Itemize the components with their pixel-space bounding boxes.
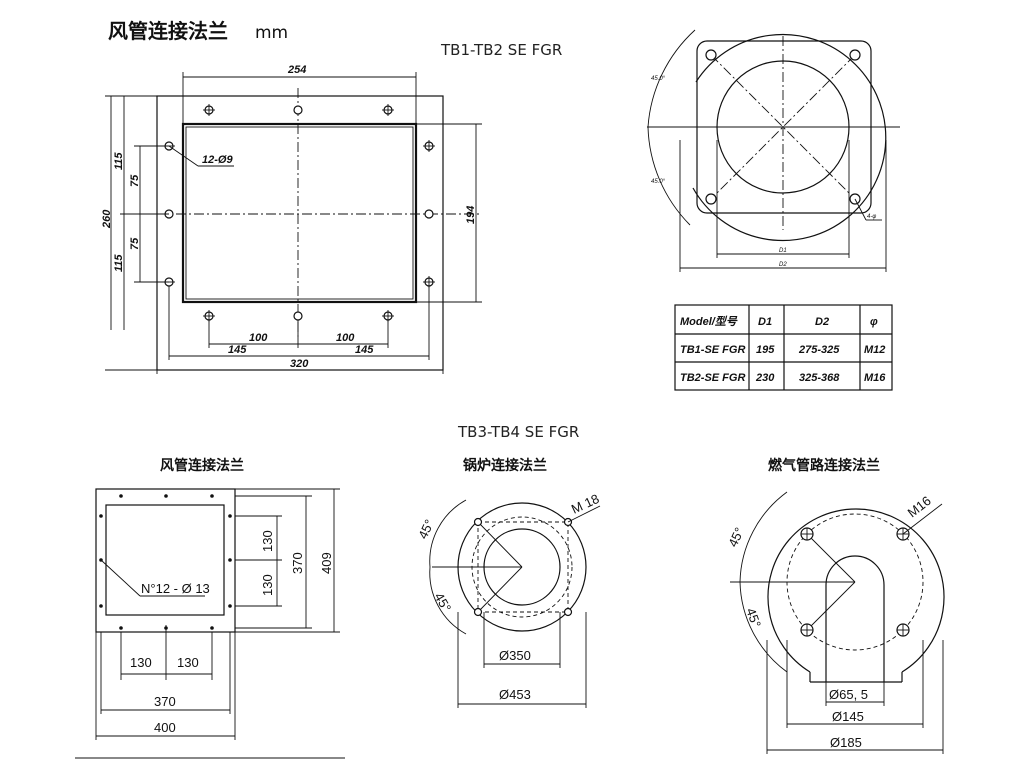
- dim-145-left: 145: [228, 344, 247, 356]
- bl-dim-130-right: 130: [177, 655, 199, 670]
- unit-label: mm: [255, 23, 288, 43]
- boiler-flange: 45° 45° M 18 Ø350 Ø453: [415, 491, 601, 708]
- dim-320: 320: [290, 358, 309, 370]
- table-header-d2: D2: [815, 316, 829, 328]
- br-d145: Ø145: [832, 709, 864, 724]
- dim-115-bot: 115: [113, 254, 125, 272]
- br-outer-arc: [767, 508, 945, 673]
- dim-100-left: 100: [249, 332, 268, 344]
- bl-inner-opening: [105, 504, 225, 616]
- angle-bottom: 45.0°: [651, 179, 666, 185]
- table-cell: 275-325: [798, 344, 840, 356]
- br-thread: M16: [905, 493, 934, 520]
- table-cell: 230: [755, 372, 775, 384]
- burner-bolt-holes: [705, 49, 861, 205]
- table-header-d1: D1: [758, 316, 772, 328]
- bl-hole-callout: N°12 - Ø 13: [141, 581, 210, 596]
- inner-duct-edge: [185, 126, 414, 300]
- table-cell: TB2-SE FGR: [680, 372, 745, 384]
- dim-d1: D1: [779, 248, 787, 254]
- duct-flange-tb34: N°12 - Ø 13 130 130 370 409 130 130 370 …: [75, 488, 345, 759]
- heading-boiler-flange: 锅炉连接法兰: [463, 457, 547, 474]
- dim-194: 194: [465, 206, 477, 224]
- bl-outer-outline: [95, 488, 236, 633]
- duct-flange-top-view: 254 12-Ø9 260 115 115 75 75 194 100 100 …: [101, 64, 482, 374]
- bl-dim-370-v: 370: [290, 552, 305, 574]
- model-range-top: TB1-TB2 SE FGR: [440, 41, 562, 59]
- dim-145-right: 145: [355, 344, 374, 356]
- outer-circle-d2: [692, 33, 887, 242]
- dim-100-right: 100: [336, 332, 355, 344]
- bl-dim-370-h: 370: [154, 694, 176, 709]
- bl-dim-130-left: 130: [130, 655, 152, 670]
- bl-dim-130-top: 130: [260, 530, 275, 552]
- model-range-bottom: TB3-TB4 SE FGR: [457, 423, 579, 441]
- angle-top: 45.0°: [651, 76, 666, 82]
- bm-angle-bottom: 45°: [431, 590, 454, 615]
- heading-gas-flange: 燃气管路连接法兰: [768, 457, 880, 474]
- br-d185: Ø185: [830, 735, 862, 750]
- burner-flange-view: 45.0° 45.0° 4-φ D1 D2: [647, 29, 900, 272]
- table-cell: M12: [864, 344, 885, 356]
- bl-dim-400: 400: [154, 720, 176, 735]
- bl-dim-409: 409: [319, 552, 334, 574]
- bl-dim-130-bot: 130: [260, 574, 275, 596]
- heading-duct-flange: 风管连接法兰: [160, 457, 244, 474]
- bm-d453: Ø453: [499, 687, 531, 702]
- inner-duct-opening: [181, 122, 418, 304]
- bm-bolt-holes: [473, 517, 573, 617]
- br-angle-top: 45°: [725, 525, 747, 549]
- dim-254: 254: [287, 64, 306, 76]
- page-title: 风管连接法兰: [108, 19, 228, 43]
- bolt-holes: [163, 104, 435, 322]
- dim-75-bot: 75: [129, 237, 141, 250]
- br-inner-bore: [825, 555, 885, 682]
- table-header-model: Model/型号: [680, 315, 738, 328]
- table-cell: TB1-SE FGR: [680, 344, 745, 356]
- dim-115-top: 115: [113, 152, 125, 170]
- spec-table: Model/型号 D1 D2 φ TB1-SE FGR 195 275-325 …: [674, 304, 893, 391]
- hole-callout: 12-Ø9: [202, 154, 233, 166]
- outer-flange-outline: [156, 95, 444, 371]
- table-header-phi: φ: [870, 316, 878, 328]
- bm-thread: M 18: [569, 491, 602, 517]
- table-cell: 325-368: [799, 372, 840, 384]
- dim-d2: D2: [779, 262, 787, 268]
- bl-bolt-holes: [99, 494, 232, 630]
- bm-d350: Ø350: [499, 648, 531, 663]
- br-angle-bottom: 45°: [743, 606, 764, 630]
- dim-75-top: 75: [129, 174, 141, 187]
- gas-flange: 45° 45° M16 Ø65, 5 Ø145 Ø185: [725, 491, 945, 754]
- holes-callout: 4-φ: [867, 214, 876, 220]
- table-cell: 195: [756, 344, 775, 356]
- dim-260: 260: [101, 209, 113, 229]
- br-d65: Ø65, 5: [829, 687, 868, 702]
- table-cell: M16: [864, 372, 886, 384]
